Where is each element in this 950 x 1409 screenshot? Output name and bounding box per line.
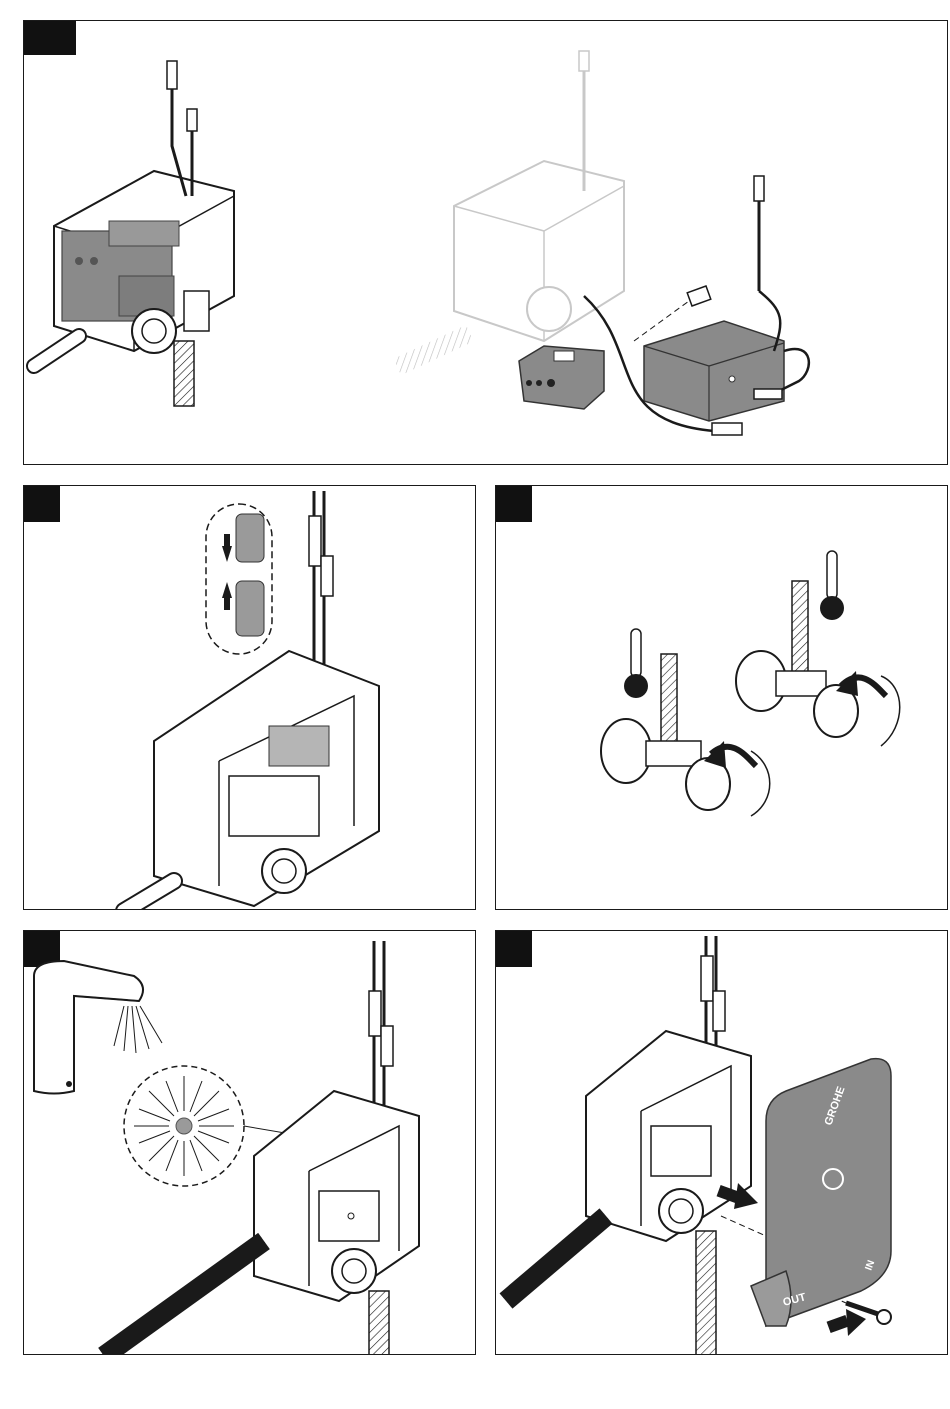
panel-open-angle-valves <box>495 485 948 910</box>
electronics-module <box>269 726 329 766</box>
water-spray <box>114 1006 162 1053</box>
cable-plug <box>309 516 321 566</box>
solenoid-valve <box>262 849 306 893</box>
hose <box>174 341 194 406</box>
faucet-icon <box>34 961 143 1094</box>
cover-plate <box>751 1059 891 1326</box>
step-illustration <box>24 486 476 910</box>
solenoid-valve <box>132 309 176 353</box>
cable-plug <box>167 61 177 89</box>
hot-thermometer-icon <box>624 629 648 698</box>
plug-male <box>236 581 264 636</box>
led-indicator <box>176 1118 192 1134</box>
solenoid-valve <box>332 1249 376 1293</box>
cable-plug <box>321 556 333 596</box>
step-illustration <box>24 931 476 1355</box>
push-arrow-icon <box>827 1309 866 1336</box>
step-illustration <box>496 486 948 910</box>
panel-connect-plugs <box>23 485 476 910</box>
cable-plug <box>754 176 764 201</box>
cable-plug <box>687 286 711 306</box>
panel-test-led <box>23 930 476 1355</box>
cold-thermometer-icon <box>820 551 844 620</box>
angle-valve-hot <box>601 654 730 810</box>
plug-female <box>236 514 264 562</box>
panel-remove-electronics <box>23 20 948 465</box>
ghost-control-box <box>394 51 624 375</box>
installed-control-box <box>34 61 234 406</box>
step-illustration <box>24 21 948 465</box>
step-illustration: GROHE OUT IN <box>496 931 948 1355</box>
panel-fit-cover: GROHE OUT IN <box>495 930 948 1355</box>
cable-plug <box>754 389 782 399</box>
removed-battery-box <box>519 346 604 409</box>
removed-electronics-module <box>644 321 784 421</box>
cable-plug <box>187 109 197 131</box>
cable-plug <box>712 423 742 435</box>
